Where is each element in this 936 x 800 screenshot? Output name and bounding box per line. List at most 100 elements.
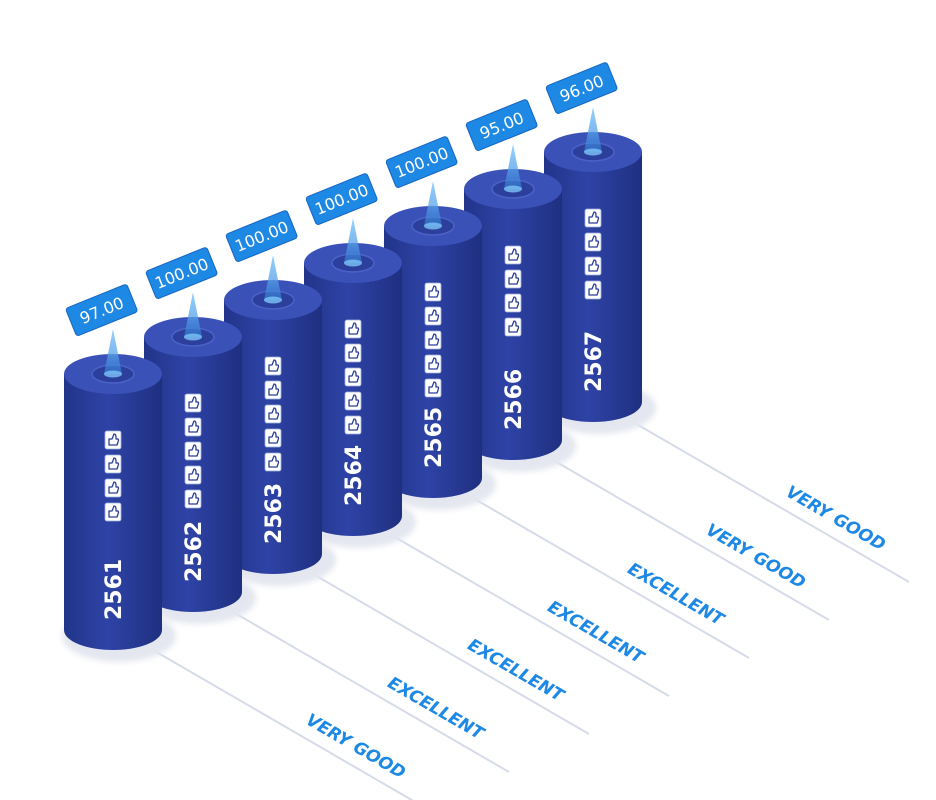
value-label: 95.00 [465, 99, 538, 151]
spike-marker [584, 107, 602, 152]
thumb-shape [588, 211, 600, 224]
thumb-shape [428, 381, 440, 394]
value-box [465, 99, 538, 151]
value-label: 97.00 [65, 284, 138, 336]
thumb-shape [188, 468, 200, 481]
year-label: 2562 [182, 521, 207, 582]
cylinder-2565: 2565 100.00 [382, 136, 496, 510]
spike-marker [184, 292, 202, 337]
thumbs-up-icon [344, 319, 362, 339]
thumbs-up-icon [344, 343, 362, 363]
thumb-shape [348, 370, 360, 383]
thumbs-up-icon [424, 378, 442, 398]
value-box [305, 173, 378, 225]
thumb-shape [268, 455, 280, 468]
spike-base [584, 148, 602, 156]
thumbs-up-icon [104, 430, 122, 450]
thumbs-up-icon [264, 428, 282, 448]
value-label: 100.00 [145, 247, 218, 299]
thumb-shape [188, 444, 200, 457]
thumbs-up-icon [424, 282, 442, 302]
year-label: 2567 [582, 331, 607, 392]
guide-line [152, 649, 414, 800]
thumb-shape [268, 359, 280, 372]
thumbs-up-icon [264, 452, 282, 472]
year-label: 2564 [342, 445, 367, 506]
spike-base [184, 333, 202, 341]
thumb-shape [188, 492, 200, 505]
thumb-shape [588, 283, 600, 296]
value-label: 100.00 [305, 173, 378, 225]
spike-marker [104, 329, 122, 374]
thumbs-up-icon [504, 293, 522, 313]
spike-base [424, 222, 442, 230]
spike-marker [264, 255, 282, 300]
spike-marker [424, 181, 442, 226]
guide-line [392, 535, 670, 697]
value-label: 100.00 [385, 136, 458, 188]
thumbs-up-icon [104, 454, 122, 474]
thumb-shape [268, 431, 280, 444]
value-label: 96.00 [545, 62, 618, 114]
thumb-shape [348, 346, 360, 359]
guide-line [472, 497, 750, 659]
thumb-shape [188, 396, 200, 409]
cylinder-2567: 2567 96.00 [542, 62, 656, 434]
guide-line [312, 573, 590, 735]
guide-line [232, 611, 510, 773]
thumb-shape [428, 285, 440, 298]
thumbs-up-icon [504, 245, 522, 265]
thumbs-up-icon [424, 330, 442, 350]
thumbs-up-icon [264, 404, 282, 424]
thumbs-up-icon [184, 489, 202, 509]
cylinder-2563: 2563 100.00 [222, 210, 336, 586]
thumb-shape [428, 309, 440, 322]
cylinder-2562: 2562 100.00 [142, 247, 256, 624]
thumb-shape [588, 235, 600, 248]
spike-marker [504, 144, 522, 189]
thumbs-up-icon [104, 478, 122, 498]
thumb-shape [108, 457, 120, 470]
thumb-shape [348, 418, 360, 431]
thumb-shape [588, 259, 600, 272]
year-label: 2566 [502, 369, 527, 430]
value-box [225, 210, 298, 262]
value-label: 100.00 [225, 210, 298, 262]
thumbs-up-icon [264, 380, 282, 400]
cylinder-2566: 2566 95.00 [462, 99, 576, 472]
thumb-shape [508, 296, 520, 309]
thumb-shape [508, 320, 520, 333]
spike-base [264, 296, 282, 304]
year-label: 2561 [102, 559, 127, 620]
thumbs-up-icon [184, 465, 202, 485]
guide-lines [152, 421, 910, 800]
spike-base [104, 370, 122, 378]
guide-line [632, 421, 910, 583]
thumbs-up-icon [424, 306, 442, 326]
cylinder-2561: 2561 97.00 [62, 284, 176, 662]
thumb-shape [508, 272, 520, 285]
thumb-shape [268, 407, 280, 420]
thumb-shape [108, 481, 120, 494]
cylinder-bars: 256796.00256695.002565100.002564100.0025… [62, 62, 656, 662]
value-box [145, 247, 218, 299]
cylinder-2564: 2564 100.00 [302, 173, 416, 548]
thumbs-up-icon [504, 269, 522, 289]
thumb-shape [508, 248, 520, 261]
thumbs-up-icon [344, 367, 362, 387]
spike-base [504, 185, 522, 193]
thumbs-up-icon [184, 441, 202, 461]
thumbs-up-icon [584, 208, 602, 228]
thumb-shape [268, 383, 280, 396]
thumbs-up-icon [264, 356, 282, 376]
value-box [385, 136, 458, 188]
thumbs-up-icon [584, 280, 602, 300]
spike-marker [344, 218, 362, 263]
thumb-shape [348, 394, 360, 407]
thumbs-up-icon [184, 393, 202, 413]
year-label: 2563 [262, 483, 287, 544]
value-box [545, 62, 618, 114]
guide-line [552, 459, 830, 621]
year-label: 2565 [422, 407, 447, 468]
